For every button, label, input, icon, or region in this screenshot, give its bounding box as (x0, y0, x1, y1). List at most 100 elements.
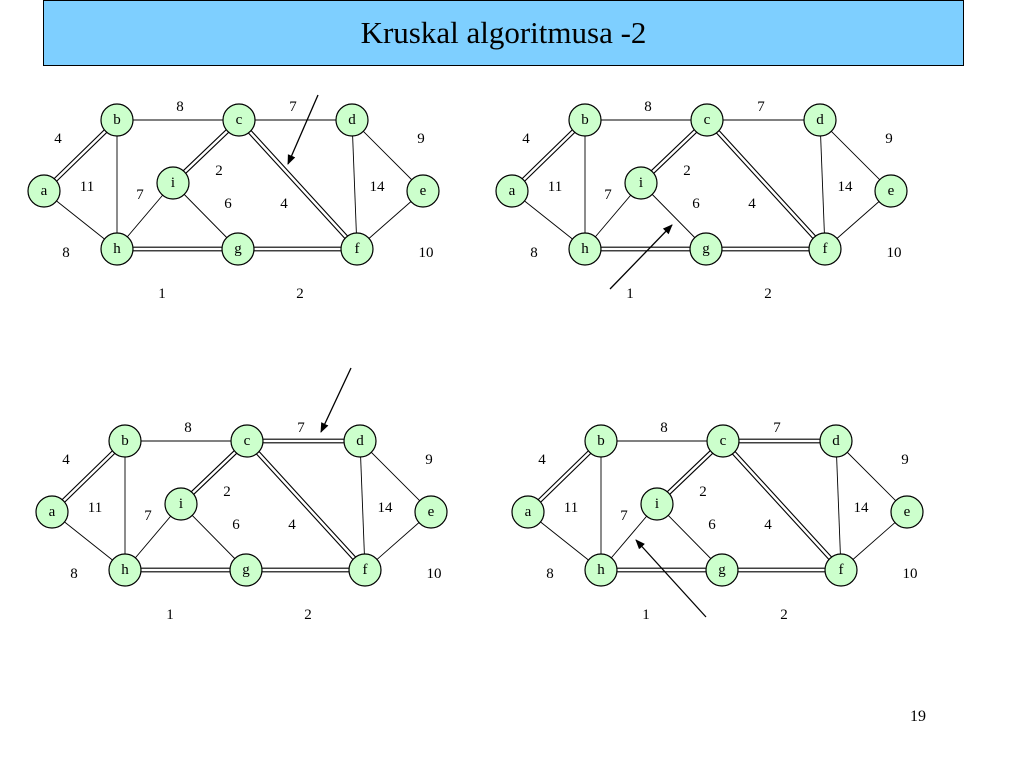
node-label-c: c (720, 433, 727, 449)
edge-c-f-selected-inner (239, 118, 359, 249)
node-g: g (221, 232, 255, 266)
node-circle-h (584, 553, 618, 587)
edge-c-f-selected-inner (723, 439, 843, 570)
node-circle-g (221, 232, 255, 266)
node-label-d: d (832, 433, 840, 449)
node-label-i: i (179, 496, 183, 512)
node-f: f (824, 553, 858, 587)
node-circle-b (584, 424, 618, 458)
node-h: h (108, 553, 142, 587)
node-circle-a (35, 495, 69, 529)
node-label-i: i (171, 175, 175, 191)
edge-d-e (819, 119, 892, 192)
node-i: i (624, 166, 658, 200)
edge-weight-e-f: 10 (903, 566, 918, 582)
node-label-b: b (581, 112, 589, 128)
edge-weight-b-c: 8 (660, 420, 668, 436)
node-label-a: a (41, 183, 48, 199)
edge-weight-c-d: 7 (757, 99, 765, 115)
node-i: i (156, 166, 190, 200)
node-e: e (406, 174, 440, 208)
edge-weight-h-i: 7 (136, 187, 144, 203)
edge-weight-b-c: 8 (644, 99, 652, 115)
edge-weight-d-e: 9 (425, 452, 433, 468)
edge-c-f-selected-inner (247, 439, 367, 570)
node-circle-c (706, 424, 740, 458)
node-circle-b (108, 424, 142, 458)
node-label-d: d (356, 433, 364, 449)
node-circle-d (335, 103, 369, 137)
edge-d-e (351, 119, 424, 192)
node-circle-a (511, 495, 545, 529)
node-circle-a (495, 174, 529, 208)
node-circle-b (100, 103, 134, 137)
pointer-arrow-c-f (287, 94, 319, 165)
edge-weight-d-e: 9 (417, 131, 425, 147)
node-label-e: e (904, 504, 911, 520)
edge-a-b-selected-inner (510, 118, 585, 191)
node-g: g (689, 232, 723, 266)
node-circle-c (230, 424, 264, 458)
edge-weight-c-i: 2 (683, 163, 691, 179)
node-label-f: f (839, 562, 844, 578)
edge-d-e (359, 440, 432, 513)
node-b: b (108, 424, 142, 458)
node-label-d: d (348, 112, 356, 128)
edge-weight-g-f: 2 (780, 607, 788, 623)
node-circle-e (414, 495, 448, 529)
edge-c-f-selected (245, 441, 365, 572)
edge-weight-g-f: 2 (296, 286, 304, 302)
edge-weight-a-b: 4 (522, 131, 530, 147)
edge-a-b-selected (52, 441, 127, 514)
node-h: h (568, 232, 602, 266)
node-circle-g (705, 553, 739, 587)
edge-c-f-selected (721, 441, 841, 572)
node-circle-f (824, 553, 858, 587)
node-label-i: i (639, 175, 643, 191)
node-c: c (690, 103, 724, 137)
node-a: a (27, 174, 61, 208)
node-label-b: b (121, 433, 129, 449)
node-g: g (229, 553, 263, 587)
edge-weight-b-h: 11 (88, 500, 102, 516)
node-label-i: i (655, 496, 659, 512)
node-circle-i (156, 166, 190, 200)
edge-weight-e-f: 10 (419, 245, 434, 261)
edge-c-f-selected (237, 120, 357, 251)
node-f: f (340, 232, 374, 266)
edge-weight-e-f: 10 (427, 566, 442, 582)
edge-weight-g-f: 2 (764, 286, 772, 302)
node-label-h: h (581, 241, 589, 257)
edge-weight-b-h: 11 (548, 179, 562, 195)
node-circle-f (340, 232, 374, 266)
edge-d-f (351, 119, 358, 250)
node-circle-d (343, 424, 377, 458)
edge-weight-b-h: 11 (564, 500, 578, 516)
edge-weight-d-f: 14 (378, 500, 394, 516)
node-b: b (568, 103, 602, 137)
node-f: f (348, 553, 382, 587)
edge-c-f-selected-inner (707, 118, 827, 249)
node-label-d: d (816, 112, 824, 128)
node-circle-c (222, 103, 256, 137)
node-label-h: h (113, 241, 121, 257)
edge-weight-c-i: 2 (699, 484, 707, 500)
edge-weight-c-d: 7 (297, 420, 305, 436)
node-label-e: e (428, 504, 435, 520)
node-circle-h (568, 232, 602, 266)
node-circle-h (108, 553, 142, 587)
edge-a-b-selected-inner (42, 118, 117, 191)
edge-weight-c-f: 4 (280, 196, 288, 212)
node-a: a (511, 495, 545, 529)
edge-d-e (835, 440, 908, 513)
node-label-e: e (420, 183, 427, 199)
edge-weight-a-h: 8 (546, 566, 554, 582)
pointer-arrow-i-g (609, 224, 673, 290)
node-h: h (584, 553, 618, 587)
node-d: d (819, 424, 853, 458)
node-b: b (100, 103, 134, 137)
node-circle-e (874, 174, 908, 208)
